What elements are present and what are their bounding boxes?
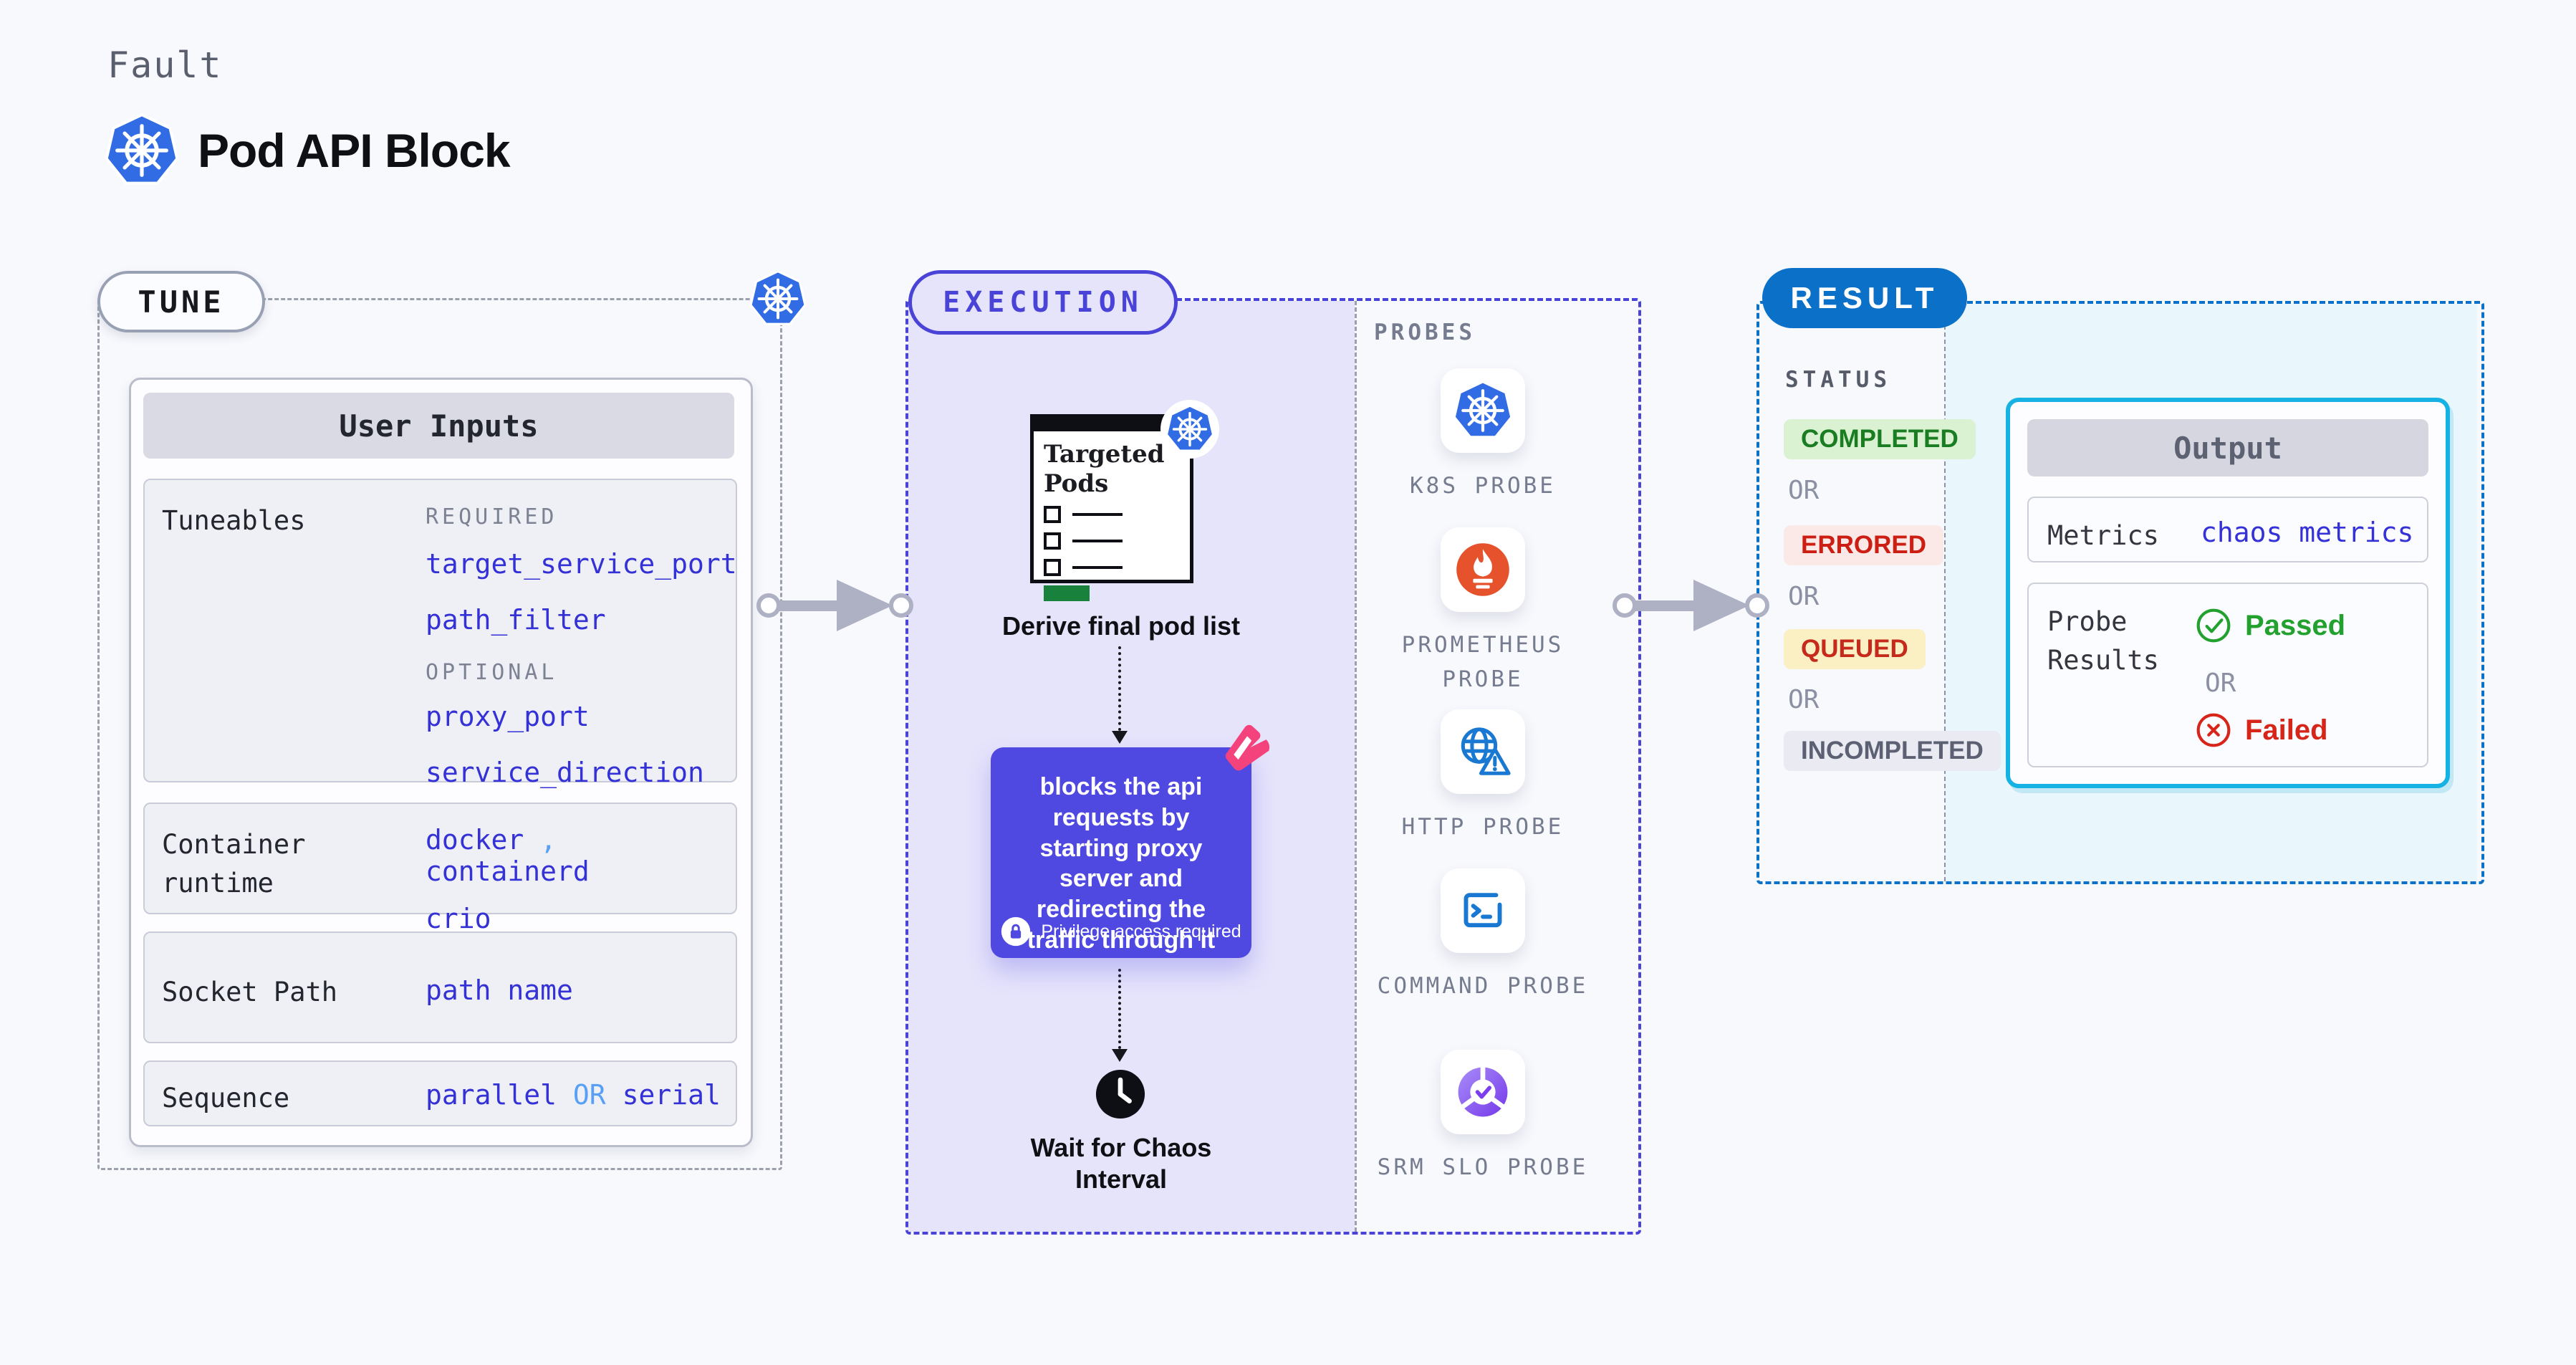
clock-icon (1094, 1068, 1147, 1121)
or-separator: OR (1788, 685, 1820, 714)
container-runtime-values: docker , containerd (426, 824, 590, 887)
or-separator: OR (2205, 669, 2236, 698)
connector-node (889, 593, 913, 618)
kubernetes-icon (105, 113, 179, 188)
globe-warning-icon (1453, 722, 1513, 782)
connector-arrowhead (837, 580, 893, 631)
connector-node (1613, 593, 1637, 618)
prometheus-icon (1454, 541, 1512, 598)
status-label: STATUS (1785, 367, 1891, 393)
harness-chaos-icon (1219, 719, 1275, 775)
tuneables-row: Tuneables REQUIRED target_service_port p… (143, 479, 737, 788)
probe-card-http (1441, 709, 1525, 794)
tune-pill: TUNE (97, 271, 265, 332)
status-badge-incompleted: INCOMPLETED (1784, 731, 2001, 771)
connector-arrowhead (1693, 580, 1749, 631)
dotted-arrowhead (1112, 1049, 1128, 1062)
wait-chaos-caption: Wait for Chaos Interval (1030, 1133, 1212, 1194)
failed-result: Failed (2195, 712, 2328, 749)
dotted-arrowhead (1112, 731, 1128, 744)
passed-result: Passed (2195, 607, 2345, 644)
checkbox-icon (1044, 505, 1061, 523)
metrics-label: Metrics (2047, 520, 2159, 551)
terminal-icon (1453, 881, 1513, 941)
kubernetes-icon (1160, 400, 1219, 459)
probe-label: PROMETHEUS PROBE (1401, 632, 1565, 693)
fault-description-card: blocks the api requests by starting prox… (991, 747, 1251, 958)
page-title: Pod API Block (198, 124, 511, 177)
or-separator: OR (1788, 476, 1820, 505)
targeted-pods-box: Targeted Pods (1030, 414, 1193, 601)
pod-line (1072, 539, 1123, 542)
pod-line (1072, 512, 1123, 516)
probe-card-k8s (1441, 368, 1525, 453)
probe-results-label: Probe Results (2047, 606, 2159, 676)
checkbox-icon (1044, 532, 1061, 550)
tune-section-box (97, 298, 782, 1170)
socket-path-label: Socket Path (162, 977, 338, 1007)
probes-label: PROBES (1374, 320, 1476, 345)
metrics-row: Metrics chaos metrics (2027, 497, 2428, 562)
connector-node (1745, 593, 1769, 618)
pod-checkbox-row (1044, 505, 1190, 523)
sequence-row: Sequence parallel OR serial (143, 1060, 737, 1126)
checkbox-icon (1044, 558, 1061, 576)
probe-card-prometheus (1441, 527, 1525, 612)
probe-card-srm-slo (1441, 1050, 1525, 1134)
fault-kicker: Fault (107, 44, 223, 86)
tuneable-required: path_filter (426, 604, 606, 636)
dotted-connector (1118, 646, 1121, 731)
probe-label: HTTP PROBE (1401, 814, 1565, 840)
socket-path-row: Socket Path path name (143, 931, 737, 1043)
optional-label: OPTIONAL (426, 660, 558, 685)
tuneable-optional: service_direction (426, 757, 704, 788)
slo-pie-icon (1453, 1062, 1513, 1122)
progress-bar (1044, 585, 1090, 601)
page-title-row: Pod API Block (105, 113, 511, 188)
connector-node (756, 593, 781, 618)
or-separator: OR (1788, 582, 1820, 611)
connector-line (1625, 600, 1699, 611)
pod-checkbox-row (1044, 532, 1190, 550)
kubernetes-icon (749, 270, 807, 327)
kubernetes-icon (1453, 380, 1513, 441)
status-badge-completed: COMPLETED (1784, 419, 1976, 459)
tuneables-label: Tuneables (162, 505, 306, 536)
result-pill: RESULT (1762, 268, 1967, 328)
metrics-value: chaos metrics (2201, 517, 2414, 548)
dotted-connector (1118, 969, 1121, 1049)
required-label: REQUIRED (426, 504, 558, 530)
derive-pod-list-caption: Derive final pod list (1001, 611, 1241, 641)
probe-results-row: Probe Results Passed OR Failed (2027, 583, 2428, 767)
output-header: Output (2027, 419, 2428, 476)
sequence-value: parallel OR serial (426, 1079, 721, 1111)
probe-label: K8S PROBE (1410, 473, 1556, 499)
tuneable-required: target_service_port (426, 548, 737, 580)
probe-card-command (1441, 868, 1525, 953)
tuneable-optional: proxy_port (426, 701, 590, 732)
lock-icon (1001, 916, 1031, 947)
container-runtime-value: crio (426, 903, 491, 934)
socket-path-value: path name (426, 974, 573, 1006)
sequence-label: Sequence (162, 1083, 290, 1113)
privilege-badge: Privilege access required (991, 916, 1251, 947)
probe-label: COMMAND PROBE (1377, 973, 1589, 999)
fault-description-text: blocks the api requests by starting prox… (1027, 773, 1216, 954)
container-runtime-label: Container runtime (162, 829, 306, 899)
user-inputs-header: User Inputs (143, 393, 734, 459)
container-runtime-row: Container runtime docker , containerd cr… (143, 803, 737, 934)
probe-label: SRM SLO PROBE (1377, 1154, 1589, 1180)
targeted-pods-title: Targeted Pods (1044, 440, 1165, 498)
x-circle-icon (2195, 712, 2232, 749)
check-circle-icon (2195, 607, 2232, 644)
pod-line (1072, 565, 1123, 569)
execution-pill: EXECUTION (908, 270, 1178, 335)
pod-checkbox-row (1044, 558, 1190, 576)
status-badge-queued: QUEUED (1784, 629, 1926, 669)
connector-line (769, 600, 842, 611)
status-badge-errored: ERRORED (1784, 525, 1944, 565)
